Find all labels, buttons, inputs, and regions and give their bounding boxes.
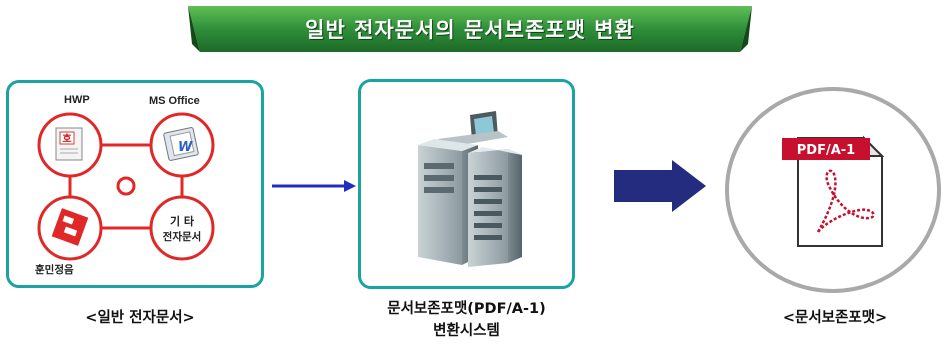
ms-office-document-icon: W — [163, 127, 199, 161]
other-label-line1: 기 타 — [170, 214, 195, 228]
hwp-label: HWP — [64, 94, 90, 106]
caption-system-line2: 변환시스템 — [433, 323, 500, 339]
caption-system-line1: 문서보존포맷(PDF/A-1) — [387, 301, 546, 317]
banner-shape — [188, 6, 752, 52]
other-circle — [149, 195, 215, 261]
flow-arrow-2 — [614, 160, 706, 212]
other-label-line2: 전자문서 — [163, 230, 202, 243]
office-glyph: W — [178, 140, 193, 155]
caption-general-documents: <일반 전자문서> — [85, 310, 195, 326]
hunmin-label: 훈민정음 — [35, 264, 74, 276]
source-documents-diagram: 호 W 기 타 전자문서 — [37, 112, 215, 261]
banner-title: 일반 전자문서의 문서보존포맷 변환 — [305, 18, 635, 42]
flow-arrow-1 — [272, 180, 356, 192]
server-icon — [418, 111, 522, 267]
pdf-output-group: PDF/A-1 — [725, 87, 941, 293]
pdf-badge: PDF/A-1 — [797, 143, 855, 158]
hwp-glyph: 호 — [62, 132, 71, 145]
ms-office-label: MS Office — [149, 95, 200, 107]
caption-conversion-system: 문서보존포맷(PDF/A-1) 변환시스템 — [345, 298, 588, 342]
center-node — [116, 176, 136, 196]
hunmin-document-icon — [51, 208, 89, 246]
caption-archive-format: <문서보존포맷> — [782, 310, 888, 326]
pdf-file-icon: PDF/A-1 — [782, 135, 885, 247]
hwp-document-icon: 호 — [55, 127, 83, 161]
